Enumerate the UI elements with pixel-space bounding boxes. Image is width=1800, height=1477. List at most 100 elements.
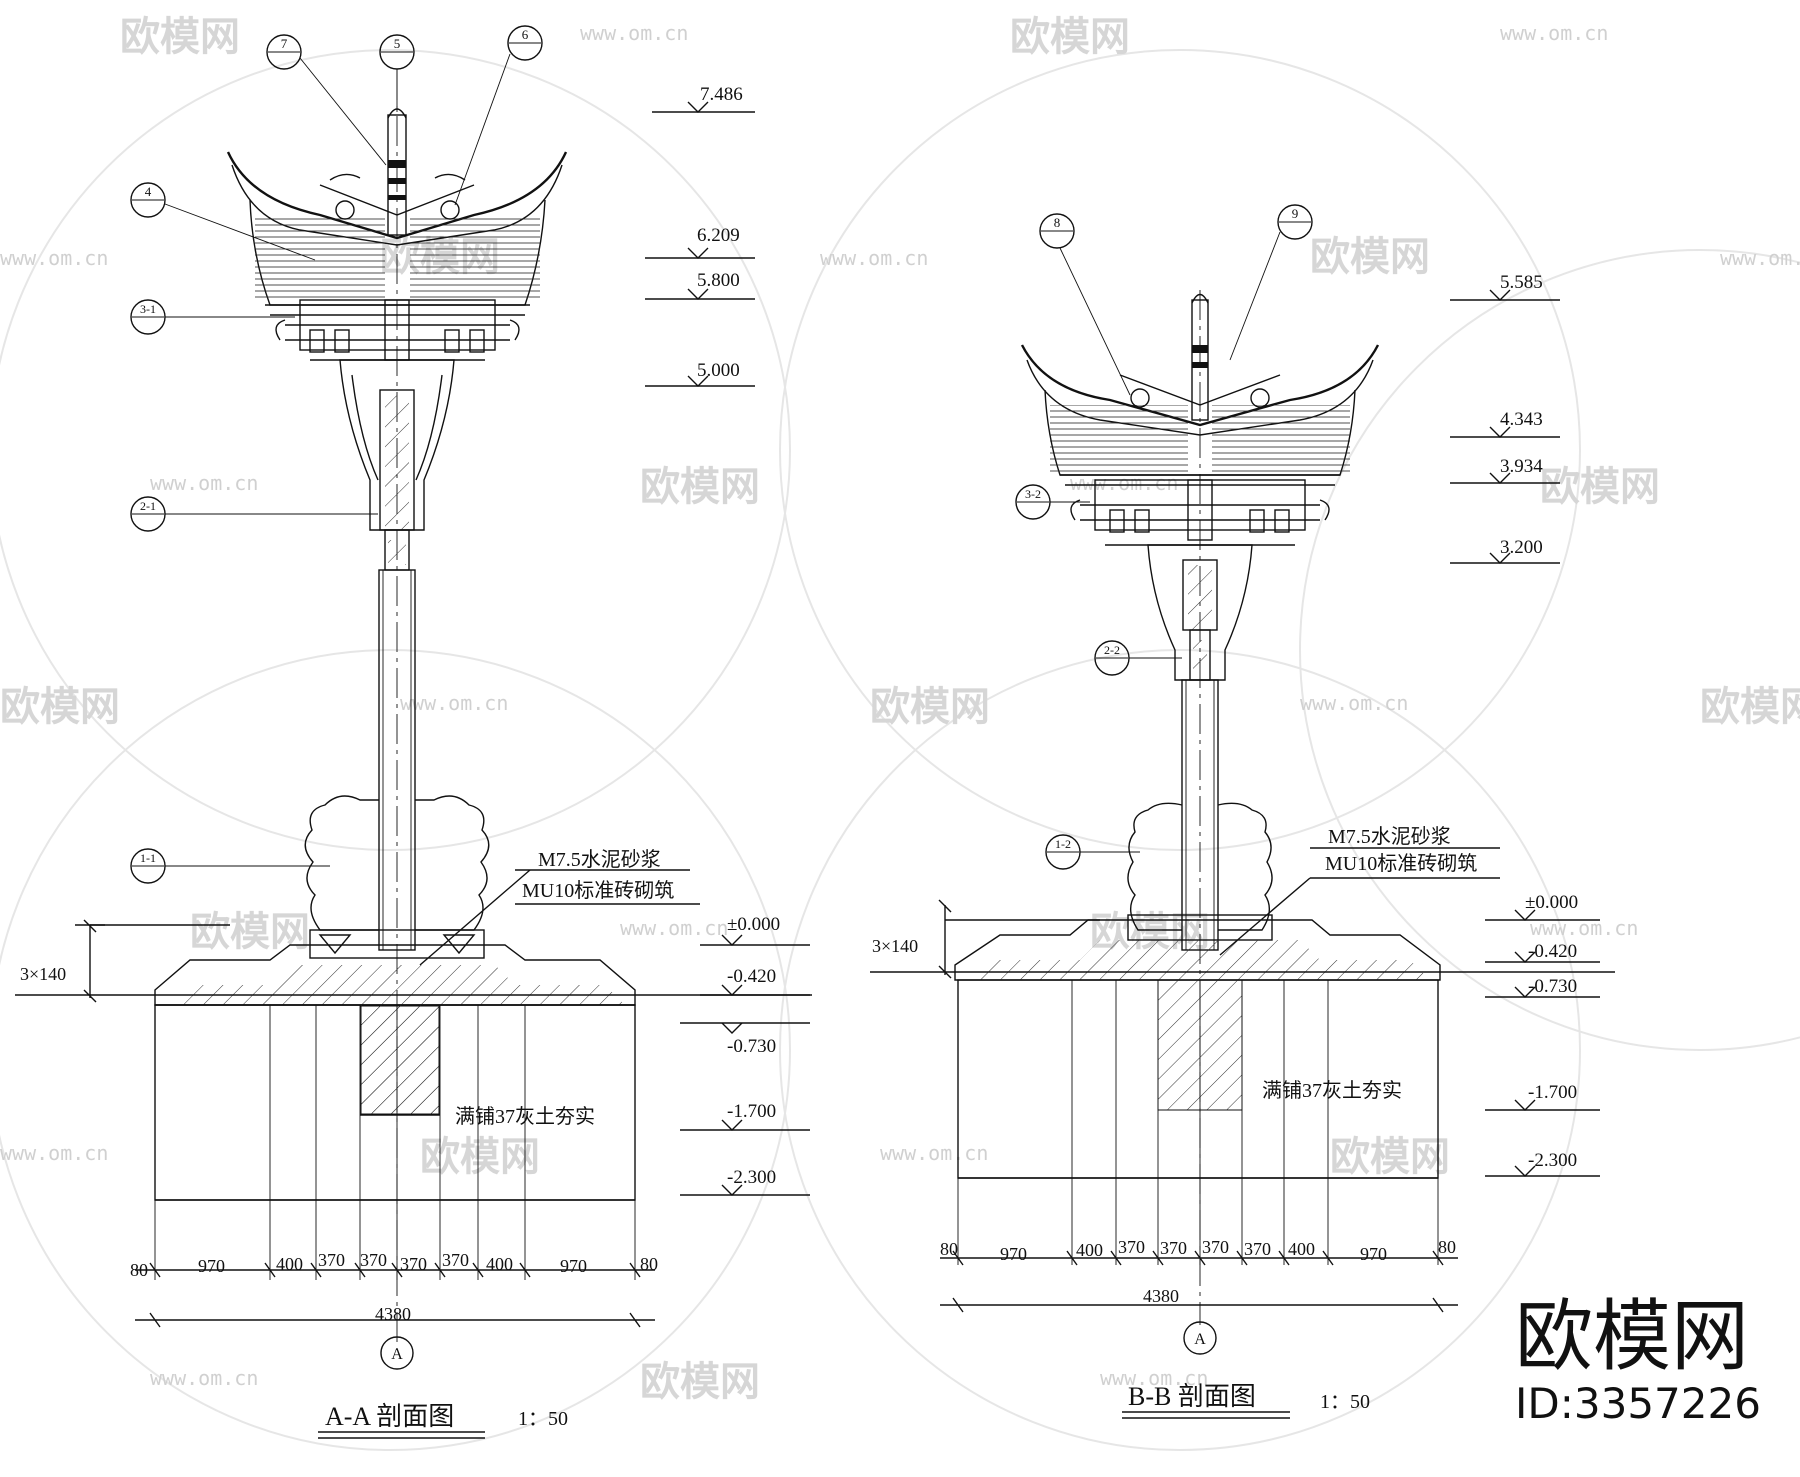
elevation-label: 4.343 — [1500, 409, 1543, 430]
dim-label: 370 — [1118, 1237, 1145, 1257]
elevation-label: 3.934 — [1500, 456, 1543, 477]
dim-label: 970 — [198, 1256, 225, 1276]
elevation-marks: 7.486 6.209 5.800 5.000 ±0.000 -0.420 -0… — [645, 84, 810, 1196]
clamp-stone-left — [1127, 802, 1183, 931]
elevation-label: ±0.000 — [727, 914, 780, 935]
column-head-brackets — [1147, 544, 1253, 681]
dim-label: 970 — [560, 1256, 587, 1276]
watermark-url: www.om.cn — [1500, 21, 1608, 45]
callout-label: 7 — [281, 36, 288, 51]
callout-label: 1-1 — [140, 851, 156, 865]
roof-ornament — [440, 200, 460, 220]
callout-label: 9 — [1292, 206, 1299, 221]
dim-label: 370 — [318, 1250, 345, 1270]
watermark-url: www.om.cn — [150, 471, 258, 495]
watermark-url: www.om.cn — [1100, 1366, 1208, 1390]
section-scale: 1：50 — [1320, 1391, 1370, 1413]
dimension-labels: 80 970 400 370 370 370 370 400 970 80 — [130, 1250, 658, 1280]
callout-label: 8 — [1054, 215, 1061, 230]
dim-label: 80 — [940, 1239, 958, 1259]
dim-label: 400 — [486, 1254, 513, 1274]
watermark-url: www.om.cn — [0, 246, 108, 270]
side-dimension-label: 3×140 — [872, 936, 918, 956]
dim-label: 370 — [1160, 1238, 1187, 1258]
dim-label: 370 — [1202, 1237, 1229, 1257]
watermark-brand: 欧模网 — [420, 1134, 540, 1180]
brick-note: MU10标准砖砌筑 — [522, 879, 674, 902]
mortar-note: M7.5水泥砂浆 — [538, 848, 661, 871]
watermark-brand: 欧模网 — [1540, 464, 1660, 510]
roof — [1020, 344, 1380, 486]
bracket-set — [275, 299, 520, 361]
main-column — [378, 569, 416, 951]
callouts: 8 9 3-2 2-2 1-2 — [1015, 204, 1313, 870]
watermark-brand: 欧模网 — [640, 1359, 760, 1405]
callout-label: 1-2 — [1055, 837, 1071, 851]
brand-mark: 欧模网 ID:3357226 — [1515, 1292, 1761, 1428]
elevation-label: -2.300 — [727, 1167, 776, 1188]
dimension-grid-lines — [154, 1005, 636, 1280]
elevation-label: 6.209 — [697, 225, 740, 246]
section-title: A-A 剖面图 — [325, 1402, 454, 1431]
watermark-brand: 欧模网 — [1010, 14, 1130, 60]
axis-bubble — [380, 1336, 414, 1370]
dim-label: 400 — [1288, 1239, 1315, 1259]
elevation-label: -2.300 — [1528, 1150, 1577, 1171]
dim-label: 370 — [360, 1250, 387, 1270]
watermark-brand: 欧模网 — [190, 909, 310, 955]
elevation-label: ±0.000 — [1525, 892, 1578, 913]
dim-label: 370 — [442, 1250, 469, 1270]
lime-earth-note: 满铺37灰土夯实 — [455, 1105, 595, 1128]
dim-label: 400 — [276, 1254, 303, 1274]
section-scale: 1：50 — [518, 1408, 568, 1430]
callout-label: 2-2 — [1104, 643, 1120, 657]
elevation-label: 5.585 — [1500, 272, 1543, 293]
watermark-brand: 欧模网 — [1700, 684, 1800, 730]
dim-label: 80 — [130, 1260, 148, 1280]
callout-label: 6 — [522, 27, 529, 42]
leader-line — [419, 869, 531, 966]
elevation-label: -0.730 — [727, 1036, 776, 1057]
watermark-url: www.om.cn — [1720, 246, 1800, 270]
dim-label: 970 — [1000, 1244, 1027, 1264]
watermark-brand: 欧模网 — [120, 14, 240, 60]
watermark-brand: 欧模网 — [1330, 1134, 1450, 1180]
clamp-stone-left — [304, 795, 379, 931]
elevation-label: 3.200 — [1500, 537, 1543, 558]
elevation-label: 5.800 — [697, 270, 740, 291]
watermark-url: www.om.cn — [400, 691, 508, 715]
elevation-label: -1.700 — [1528, 1082, 1577, 1103]
dim-label: 80 — [1438, 1237, 1456, 1257]
axis-bubble — [1183, 1321, 1217, 1355]
dim-label: 370 — [400, 1254, 427, 1274]
watermark-url: www.om.cn — [1300, 691, 1408, 715]
section-title: B-B 剖面图 — [1128, 1382, 1256, 1411]
clamp-stone-right — [1217, 802, 1273, 931]
brand-id-text: ID:3357226 — [1515, 1379, 1761, 1428]
callout-label: 3-2 — [1025, 487, 1041, 501]
brand-logo-text: 欧模网 — [1515, 1292, 1749, 1382]
callout-label: 3-1 — [140, 302, 156, 316]
roof-finial — [1191, 299, 1209, 421]
elevation-label: -1.700 — [727, 1101, 776, 1122]
watermark-brand: 欧模网 — [870, 684, 990, 730]
roof-ornament — [1250, 388, 1270, 408]
roof — [226, 151, 568, 316]
watermark-brand: 欧模网 — [0, 684, 120, 730]
dimension-grid-lines — [957, 980, 1439, 1265]
clamp-stone-right — [415, 795, 490, 931]
side-dimension-label: 3×140 — [20, 964, 66, 984]
watermark-url: www.om.cn — [150, 1366, 258, 1390]
total-dimension-label: 4380 — [375, 1304, 411, 1324]
elevation-label: 5.000 — [697, 360, 740, 381]
dim-label: 970 — [1360, 1244, 1387, 1264]
column-head-brackets — [339, 359, 455, 531]
axis-label: A — [391, 1346, 403, 1363]
leader-line — [1219, 877, 1311, 956]
watermark-brand: 欧模网 — [1310, 234, 1430, 280]
callout-label: 4 — [145, 184, 152, 199]
column-base-plate — [309, 929, 485, 959]
section-a-a: 80 970 400 370 370 370 370 400 970 80 43… — [15, 25, 812, 1439]
elevation-label: 7.486 — [700, 84, 743, 105]
